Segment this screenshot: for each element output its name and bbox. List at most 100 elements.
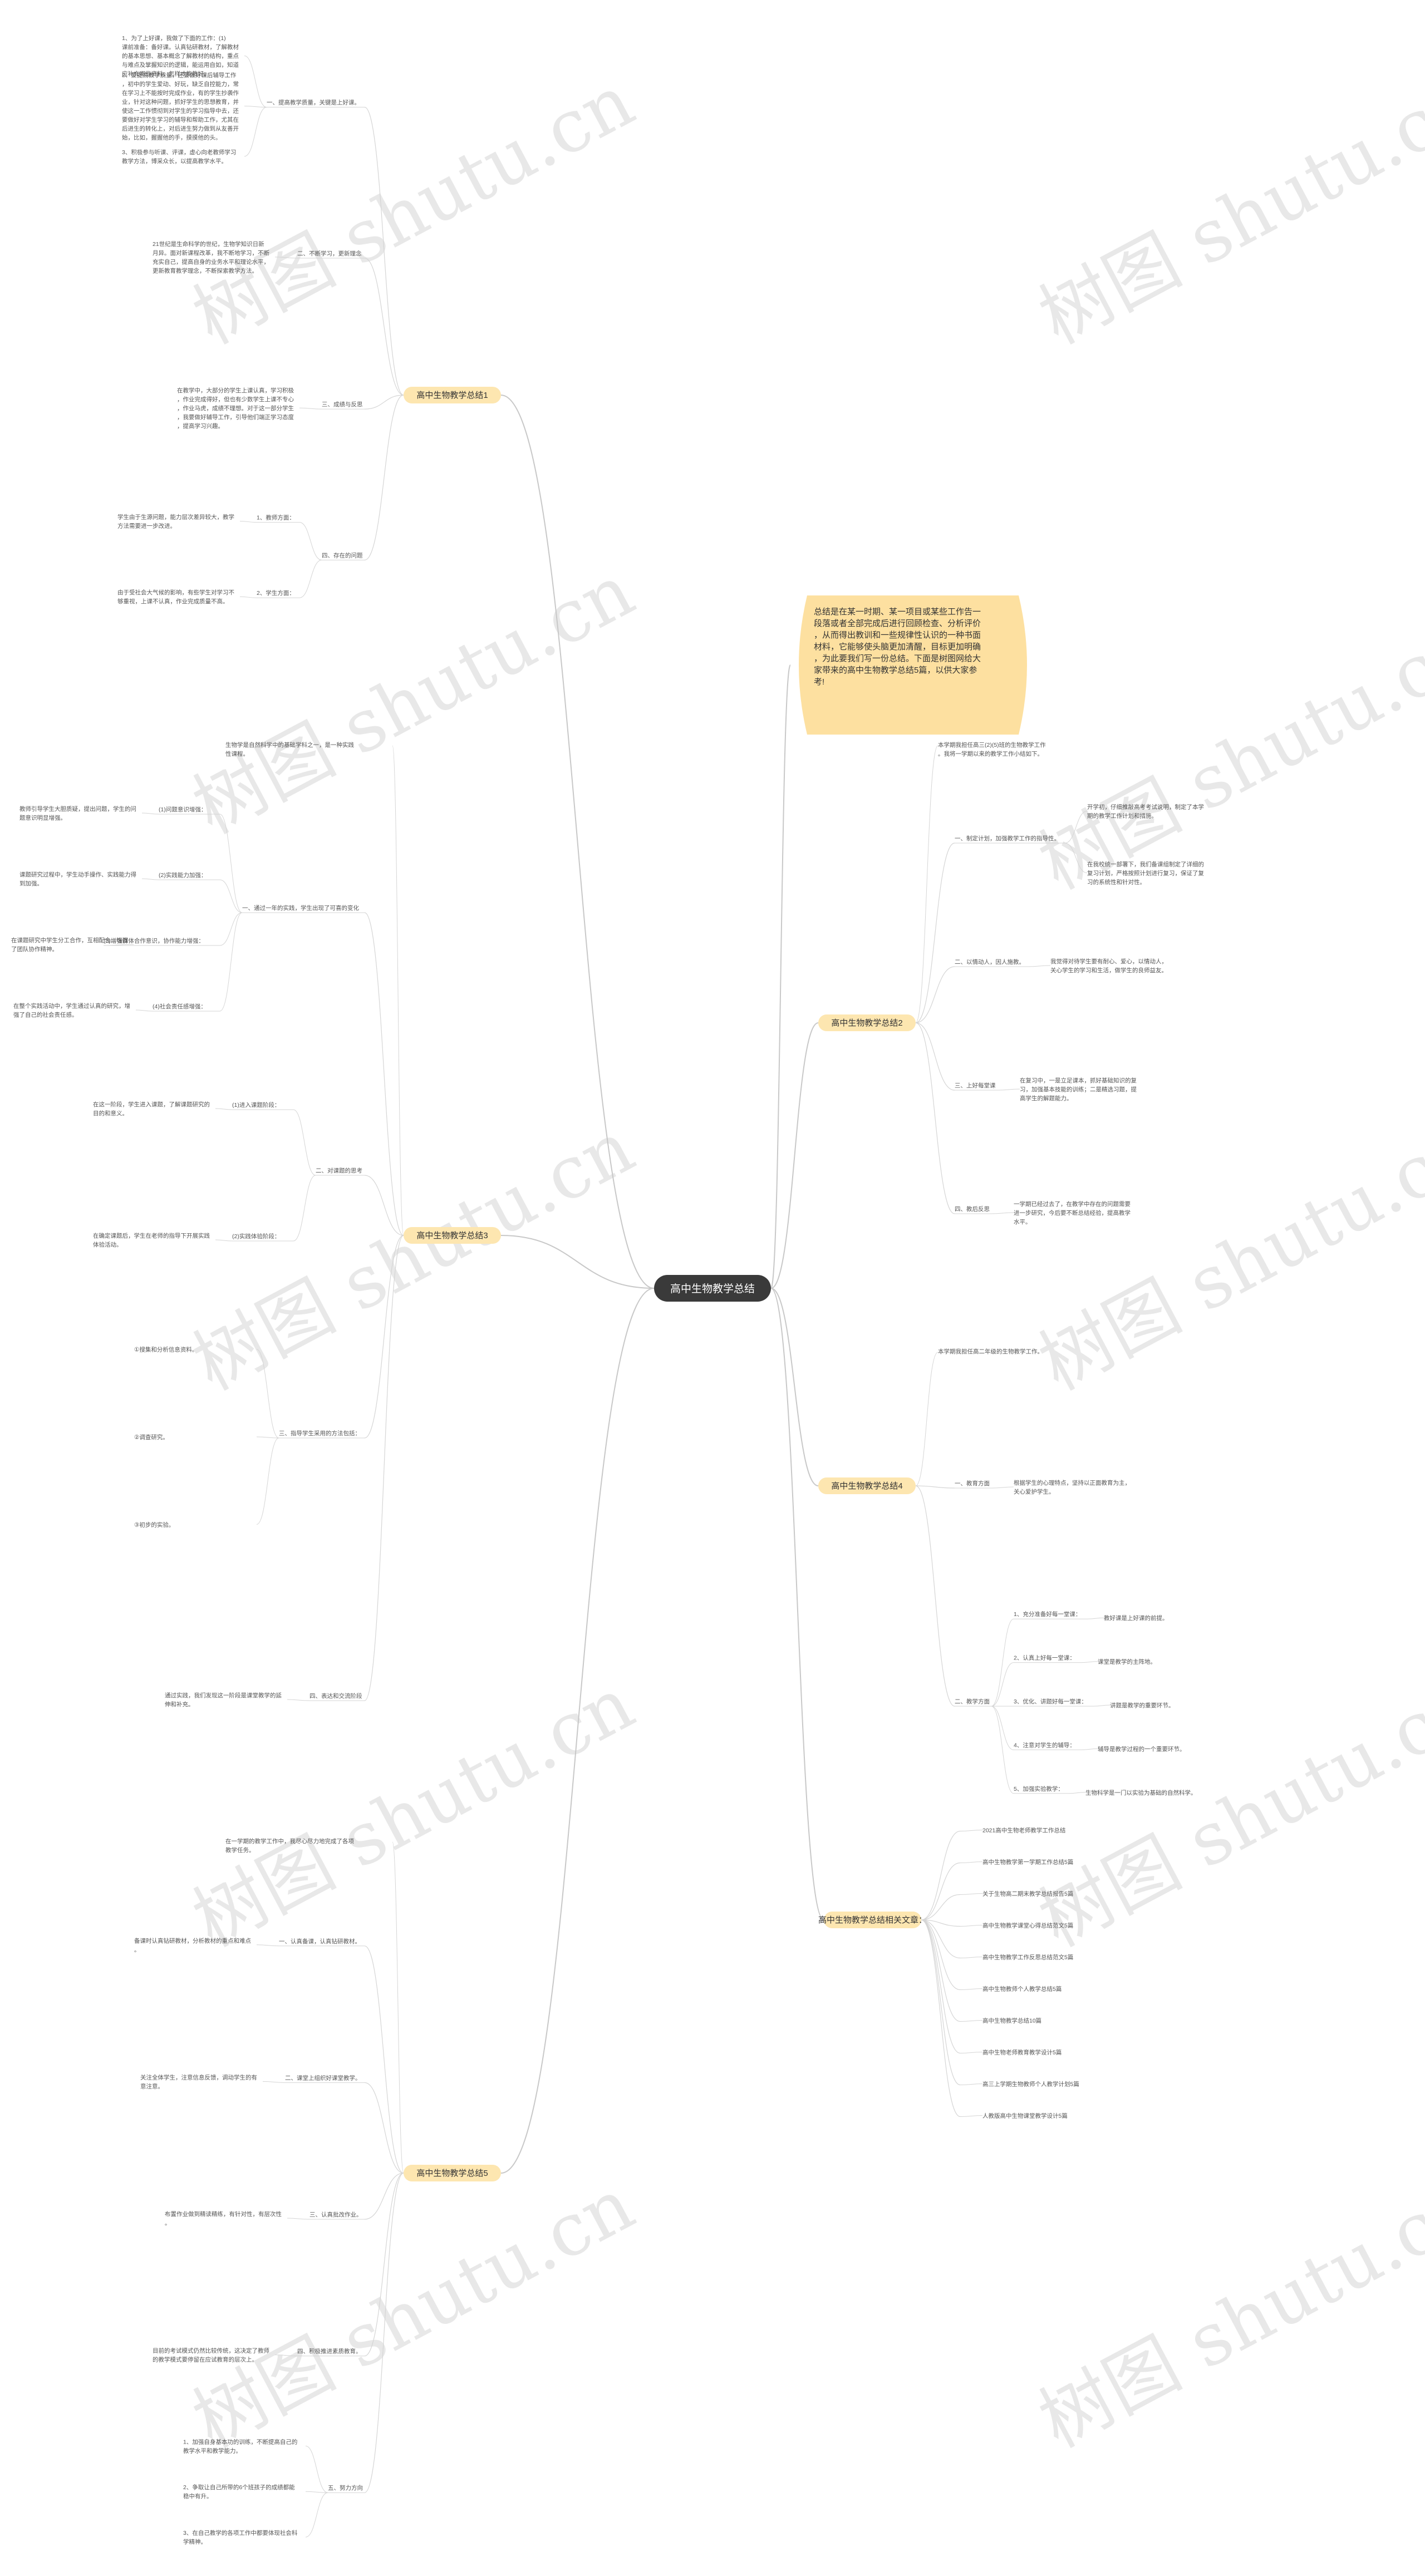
- leaf-text-block-text: 目前的考试模式仍然比较传统，这决定了教师的教学模式要停留在应试教育的层次上。: [153, 2347, 269, 2363]
- sub-branch-label[interactable]: 四、教后反思: [955, 1205, 990, 1213]
- leaf-label[interactable]: 1、充分准备好每一堂课：: [1014, 1610, 1081, 1618]
- leaf-text-block: 1、加强自身基本功的训练，不断提高自己的教学水平和教学能力。: [183, 2438, 297, 2454]
- watermark-text: 树图 shutu.cn: [180, 1105, 647, 1406]
- sub-branch-label[interactable]: 一、通过一年的实践，学生出现了可喜的变化: [242, 904, 359, 912]
- branch-node[interactable]: 高中生物教学总结5: [404, 2165, 501, 2181]
- sub-branch-label[interactable]: 二、对课题的思考: [316, 1167, 362, 1174]
- leaf-label[interactable]: 3、优化、讲题好每一堂课：: [1014, 1698, 1087, 1705]
- branch-intro: 在一学期的教学工作中，我尽心尽力地完成了各项教学任务。: [225, 1838, 354, 1854]
- leaf-text-block: 高中生物教学课堂心得总结范文5篇: [982, 1922, 1073, 1929]
- leaf-label[interactable]: (2)实践体验阶段：: [232, 1233, 280, 1240]
- sub-branch-label[interactable]: 三、认真批改作业。: [309, 2211, 362, 2218]
- summary-line: 段落或者全部完成后进行回顾检查、分析评价: [814, 618, 981, 628]
- leaf-text-block: 高中生物教师个人教学总结5篇: [982, 1986, 1062, 1993]
- leaf-text-block-text: 根据学生的心理特点，坚持以正面教育为主，关心爱护学生。: [1014, 1479, 1131, 1495]
- sub-branch-label[interactable]: 一、教育方面: [955, 1480, 990, 1487]
- leaf-text-block-text: 在确定课题后，学生在老师的指导下开展实践体验活动。: [93, 1232, 210, 1248]
- leaf-text-block-text: 3、积极参与听课、评课，虚心向老教师学习教学方法，博采众长，以提高教学水平。: [122, 149, 236, 165]
- leaf-text-block: 人教版高中生物课堂教学设计5篇: [982, 2112, 1068, 2120]
- sub-branch-label[interactable]: 三、成绩与反思: [322, 401, 363, 408]
- leaf-text-block: 2、争取让自己所带的6个班孩子的成绩都能稳中有升。: [183, 2484, 295, 2500]
- summary-card: 总结是在某一时期、某一项目或某些工作告一段落或者全部完成后进行回顾检查、分析评价…: [799, 595, 1027, 735]
- leaf-text-block: 高中生物老师教育教学设计5篇: [982, 2049, 1062, 2056]
- root-title: 高中生物教学总结: [670, 1283, 755, 1295]
- leaf-text-block-text: 2021高中生物老师教学工作总结: [982, 1827, 1065, 1834]
- sub-branch-label[interactable]: 四、存在的问题: [322, 551, 363, 559]
- sub-branch-label[interactable]: 三、指导学生采用的方法包括：: [279, 1430, 361, 1437]
- leaf-text-block: 一学期已经过去了，在教学中存在的问题需要进一步研究，今后要不断总结经验，提高教学…: [1014, 1200, 1131, 1225]
- leaf-text-block-text: 在这一阶段，学生进入课题，了解课题研究的目的和意义。: [93, 1101, 210, 1117]
- leaf-label[interactable]: (2)实践能力加强：: [159, 871, 207, 879]
- leaf-text-block: 生物科学是一门以实验为基础的自然科学。: [1085, 1789, 1197, 1796]
- leaf-text-block-text: ③初步的实验。: [134, 1521, 174, 1528]
- watermark-text: 树图 shutu.cn: [180, 1661, 647, 1963]
- branch-label: 高中生物教学总结5: [416, 2169, 488, 2178]
- leaf-label[interactable]: (3)增强群体合作意识，协作能力增强：: [104, 937, 204, 944]
- leaf-text-block: 在这一阶段，学生进入课题，了解课题研究的目的和意义。: [93, 1101, 210, 1117]
- leaf-text-block: 辅导是教学过程的一个重要环节。: [1098, 1745, 1186, 1752]
- sub-branch-label[interactable]: 一、认真备课，认真钻研教材。: [279, 1938, 361, 1945]
- leaf-text-block: 讲题是教学的重要环节。: [1110, 1702, 1175, 1709]
- leaf-text-block-text: 通过实践，我们发现这一阶段是课堂教学的延伸和补充。: [165, 1692, 282, 1708]
- sub-branch-label[interactable]: 二、教学方面: [955, 1698, 990, 1705]
- summary-line: ，从而得出教训和一些规律性认识的一种书面: [814, 631, 981, 640]
- leaf-label[interactable]: 5、加强实验教学：: [1014, 1785, 1064, 1792]
- leaf-text-block-text: 高中生物老师教育教学设计5篇: [982, 2049, 1062, 2056]
- leaf-label[interactable]: 2、认真上好每一堂课：: [1014, 1654, 1075, 1662]
- leaf-text-block-text: 3、在自己教学的各项工作中都要体现社会科学精神。: [183, 2529, 298, 2545]
- summary-line: 家带来的高中生物教学总结5篇，以供大家参: [814, 665, 977, 675]
- watermark-text: 树图 shutu.cn: [180, 2162, 647, 2464]
- sub-branch-label[interactable]: 二、不断学习，更新理念: [297, 250, 362, 257]
- leaf-text-block-text: 高中生物教学工作反思总结范文5篇: [982, 1954, 1073, 1961]
- leaf-label[interactable]: (4)社会责任感增强：: [153, 1003, 207, 1010]
- leaf-text-block: 在确定课题后，学生在老师的指导下开展实践体验活动。: [93, 1232, 210, 1248]
- root-node[interactable]: 高中生物教学总结: [654, 1275, 771, 1302]
- leaf-text-block: 在课题研究中学生分工合作，互相配合，增强了团队协作精神。: [11, 937, 128, 953]
- leaf-text-block-text: 高中生物教学第一学期工作总结5篇: [982, 1859, 1073, 1866]
- sub-branch-label[interactable]: 四、积极推进素质教育。: [297, 2348, 362, 2355]
- leaf-label[interactable]: 1、教师方面：: [257, 514, 295, 521]
- leaf-text-block: 通过实践，我们发现这一阶段是课堂教学的延伸和补充。: [165, 1692, 282, 1708]
- leaf-text-block: 3、在自己教学的各项工作中都要体现社会科学精神。: [183, 2529, 298, 2545]
- leaf-label[interactable]: 2、学生方面：: [257, 589, 295, 597]
- leaf-text-block: 在教学中，大部分的学生上课认真，学习积极，作业完成得好，但也有少数学生上课不专心…: [177, 387, 294, 430]
- leaf-text-block-text: 在教学中，大部分的学生上课认真，学习积极，作业完成得好，但也有少数学生上课不专心…: [177, 387, 294, 430]
- leaf-text-block: 高中生物教学工作反思总结范文5篇: [982, 1954, 1073, 1961]
- leaf-label[interactable]: (1)问题意识增强：: [159, 806, 207, 813]
- leaf-label[interactable]: 4、注意对学生的辅导：: [1014, 1741, 1075, 1748]
- sub-branch-label[interactable]: 一、提高教学质量，关键是上好课。: [267, 99, 360, 106]
- sub-branch-label[interactable]: 二、以情动人，因人施教。: [955, 958, 1025, 966]
- leaf-text-block-text: 1、为了上好课，我做了下面的工作：(1)课前准备：备好课。认真钻研教材，了解教材…: [122, 35, 239, 77]
- leaf-text-block-text: 关于生物高二期末教学总结报告5篇: [982, 1890, 1073, 1898]
- watermark-text: 树图 shutu.cn: [1026, 604, 1425, 905]
- branch-node[interactable]: 高中生物教学总结4: [818, 1477, 916, 1494]
- leaf-text-block: 课堂是教学的主阵地。: [1098, 1658, 1156, 1666]
- leaf-text-block: 布置作业做到精读精练，有针对性，有层次性。: [165, 2210, 282, 2227]
- branch-node[interactable]: 高中生物教学总结相关文章：: [818, 1912, 927, 1928]
- sub-branch-label[interactable]: 五、努力方向: [328, 2484, 363, 2491]
- leaf-text-block-text: 21世纪是生命科学的世纪，生物学知识日新月异。面对新课程改革，我不断地学习，不断…: [153, 240, 269, 274]
- watermark-text: 树图 shutu.cn: [180, 548, 647, 850]
- leaf-text-block: 教好课是上好课的前提。: [1104, 1614, 1168, 1622]
- summary-line: 总结是在某一时期、某一项目或某些工作告一: [814, 607, 981, 617]
- leaf-text-block-text: 1、加强自身基本功的训练，不断提高自己的教学水平和教学能力。: [183, 2438, 297, 2454]
- leaf-text-block: 学生由于生源问题，能力层次差异较大，教学方法需要进一步改进。: [117, 514, 234, 530]
- leaf-text-block-text: 关注全体学生，注意信息反馈，调动学生的有意注意。: [140, 2073, 257, 2090]
- leaf-text-block: 关于生物高二期末教学总结报告5篇: [982, 1890, 1073, 1898]
- leaf-text-block: 我觉得对待学生要有耐心、爱心，以情动人，关心学生的学习和生活，做学生的良师益友。: [1050, 958, 1167, 974]
- branch-node[interactable]: 高中生物教学总结3: [404, 1227, 501, 1244]
- sub-branch-label[interactable]: 一、制定计划，加强教学工作的指导性。: [955, 835, 1060, 842]
- branch-label: 高中生物教学总结1: [416, 391, 488, 400]
- sub-branch-label[interactable]: 三、上好每堂课: [955, 1082, 996, 1089]
- leaf-text-block: 关注全体学生，注意信息反馈，调动学生的有意注意。: [140, 2073, 257, 2090]
- leaf-text-block: 3、积极参与听课、评课，虚心向老教师学习教学方法，博采众长，以提高教学水平。: [122, 149, 236, 165]
- branch-label: 高中生物教学总结2: [831, 1018, 902, 1028]
- leaf-label[interactable]: (1)进入课题阶段：: [232, 1101, 280, 1109]
- sub-branch-label[interactable]: 四、表达和交流阶段: [309, 1692, 362, 1700]
- branch-node[interactable]: 高中生物教学总结1: [404, 387, 501, 403]
- branch-label: 高中生物教学总结3: [416, 1231, 488, 1240]
- leaf-text-block-text: 在我校统一部署下，我们备课组制定了详细的复习计划，严格按照计划进行复习，保证了复…: [1087, 861, 1204, 886]
- sub-branch-label[interactable]: 二、课堂上组织好课堂教学。: [285, 2074, 361, 2081]
- branch-node[interactable]: 高中生物教学总结2: [818, 1014, 916, 1031]
